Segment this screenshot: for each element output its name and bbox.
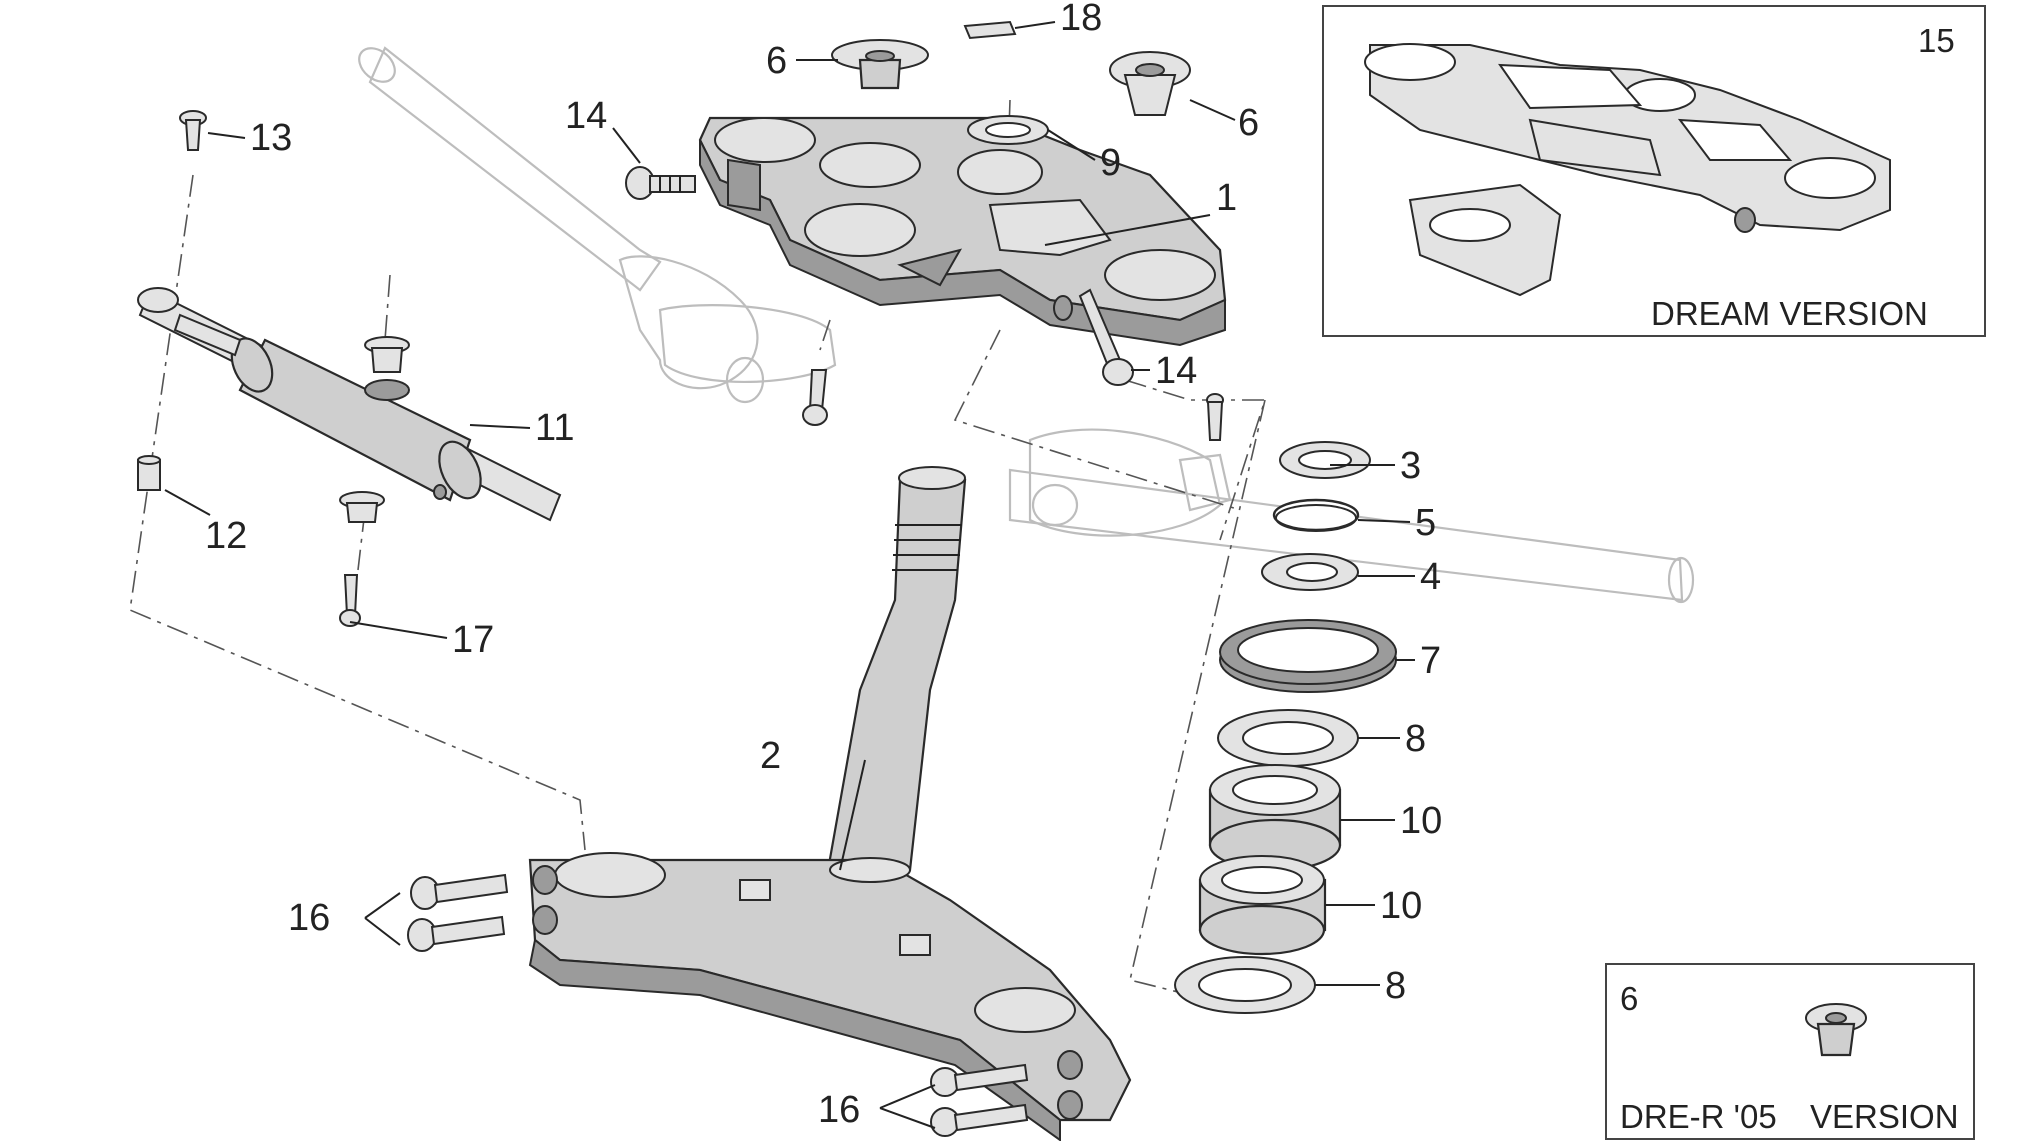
- callout-6-left: 6: [766, 40, 787, 82]
- callout-2: 2: [760, 735, 781, 777]
- leader-lines: [164, 21, 1415, 1129]
- ring-nut-3: [1279, 441, 1371, 479]
- bolts-16-right: [930, 1063, 1029, 1137]
- callout-4: 4: [1420, 556, 1441, 598]
- inset-dre-r-caption-left: DRE-R '05: [1620, 1098, 1777, 1135]
- callout-18: 18: [1060, 0, 1102, 39]
- callout-6-right: 6: [1238, 102, 1259, 144]
- washer-8-upper: [1217, 709, 1359, 767]
- callout-10-lower: 10: [1380, 885, 1422, 927]
- washer-9: [967, 115, 1049, 145]
- callout-14-lower: 14: [1155, 350, 1197, 392]
- callout-10-upper: 10: [1400, 800, 1442, 842]
- callout-8-lower: 8: [1385, 965, 1406, 1007]
- callout-9: 9: [1100, 142, 1121, 184]
- bolt-17: [339, 574, 361, 627]
- callout-16-right: 16: [818, 1089, 860, 1131]
- callout-labels: 1 2 3 4 5 6 6 7 8 8 9 10 10 11 12 13 14 …: [205, 0, 1442, 1131]
- dust-seal-7: [1219, 619, 1397, 693]
- inset-dream-version: 15 DREAM VERSION: [1322, 5, 1986, 337]
- callout-16-left: 16: [288, 897, 330, 939]
- callout-8-upper: 8: [1405, 718, 1426, 760]
- callout-1: 1: [1216, 177, 1237, 219]
- left-handlebar-ghost: [358, 46, 837, 404]
- lower-triple-clamp: [528, 852, 1132, 1142]
- callout-12: 12: [205, 515, 247, 557]
- bolt-14-upper: [625, 166, 696, 200]
- lock-washer-5: [1272, 498, 1360, 532]
- tag-18: [963, 20, 1017, 40]
- damper-bush-upper: [364, 336, 410, 401]
- steering-damper: [137, 287, 562, 522]
- inset-dream-number: 15: [1918, 22, 1955, 59]
- washer-8-lower: [1174, 956, 1316, 1014]
- callout-13: 13: [250, 117, 292, 159]
- upper-triple-clamp: [698, 116, 1227, 347]
- handlebar-bolt-left: [802, 369, 828, 426]
- damper-bush-lower: [339, 491, 385, 523]
- bearing-10-upper: [1208, 764, 1342, 872]
- callout-17: 17: [452, 619, 494, 661]
- spacer-12: [137, 455, 161, 491]
- bolt-13: [179, 110, 207, 151]
- handlebar-bolt-right: [1206, 393, 1224, 441]
- bearing-10-lower: [1198, 855, 1327, 956]
- callout-3: 3: [1400, 445, 1421, 487]
- callout-11: 11: [535, 407, 574, 449]
- steering-stem: [826, 466, 967, 872]
- right-handlebar-ghost: [1008, 428, 1695, 604]
- ring-nut-4: [1261, 553, 1359, 591]
- inset-dre-r-number: 6: [1620, 980, 1638, 1017]
- callout-14-upper: 14: [565, 95, 607, 137]
- bolts-16-left: [407, 873, 509, 952]
- callout-5: 5: [1415, 502, 1436, 544]
- bolt-14-lower: [1078, 288, 1134, 386]
- inset-dre-r-version: 6 DRE-R '05 VERSION: [1605, 963, 1975, 1140]
- cap-6-right: [1109, 51, 1191, 116]
- inset-dre-r-caption-right: VERSION: [1810, 1098, 1959, 1135]
- callout-7: 7: [1420, 640, 1441, 682]
- cap-6-left: [831, 39, 929, 90]
- inset-dream-caption: DREAM VERSION: [1651, 295, 1928, 332]
